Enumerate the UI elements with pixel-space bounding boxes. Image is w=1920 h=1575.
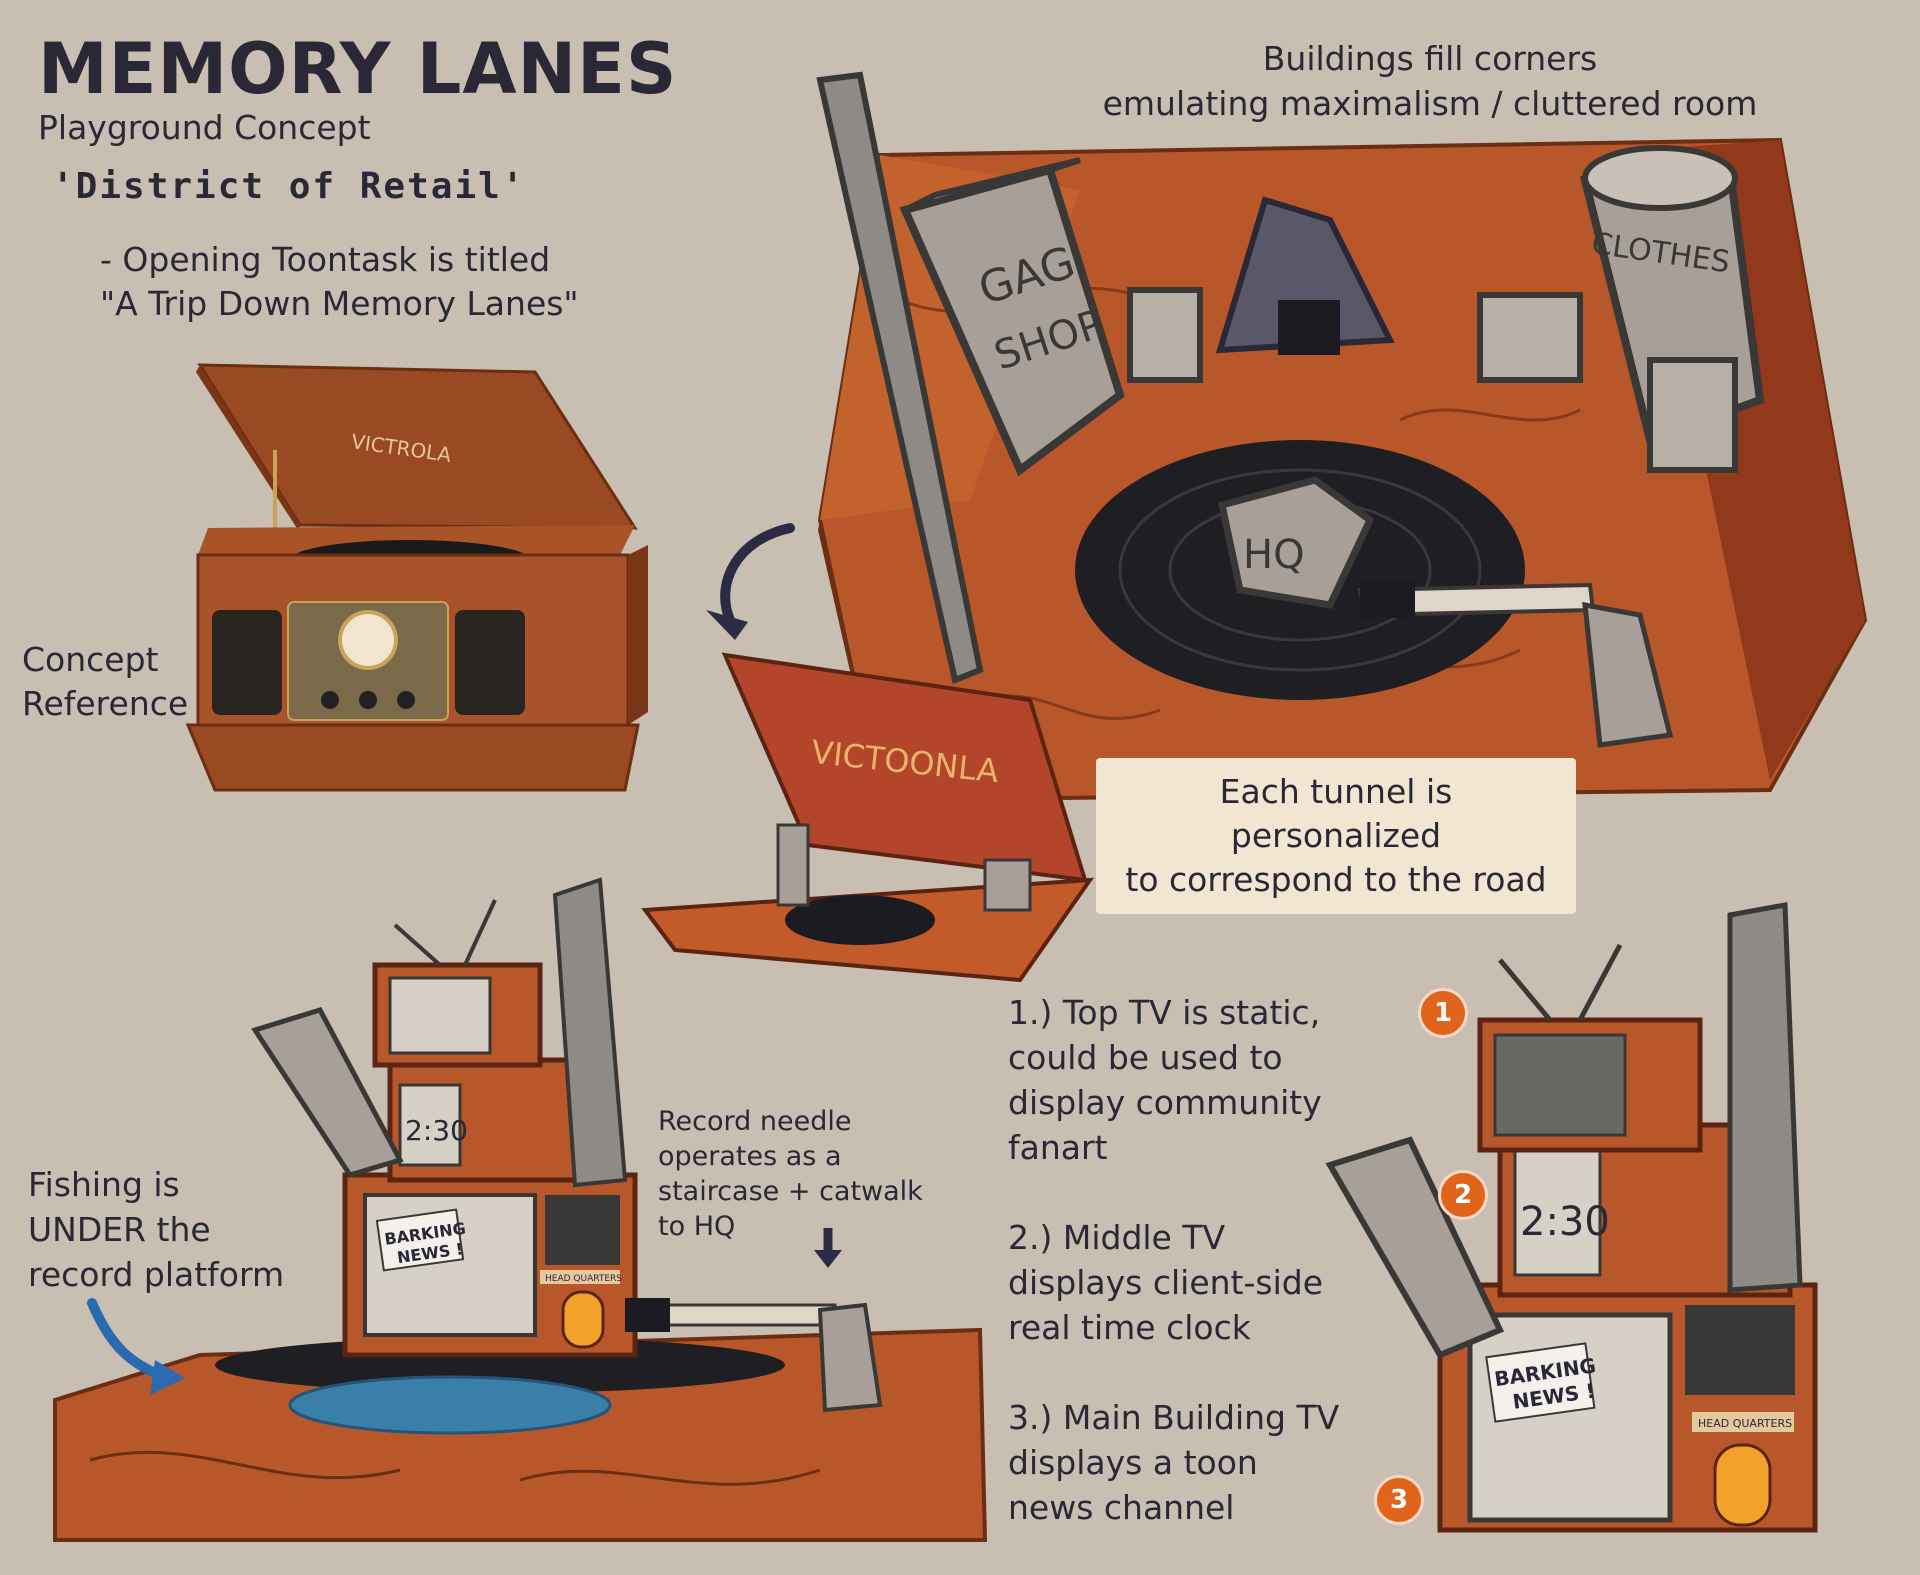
note-line: real time clock [1008,1308,1251,1347]
fishing-note: Fishing is UNDER the record platform [28,1162,284,1297]
detail-view-illustration: BARKING NEWS ! HEAD QUARTERS 2:30 [1325,902,1818,1533]
badge-3: 3 [1374,1475,1424,1525]
buildings-note: Buildings fill corners emulating maximal… [1080,36,1780,126]
fishing-note-line: UNDER the [28,1210,211,1249]
badge-1: 1 [1418,988,1468,1038]
note-line: 1.) Top TV is static, [1008,993,1321,1032]
note-line: display community [1008,1083,1322,1122]
side-view-illustration: BARKING NEWS ! HEAD QUARTERS 2:30 [53,877,988,1542]
note-line: 2.) Middle TV [1008,1218,1226,1257]
feature-notes: 1.) Top TV is static, could be used to d… [1008,990,1339,1575]
note-line: 3.) Main Building TV [1008,1398,1340,1437]
buildings-note-line: emulating maximalism / cluttered room [1102,84,1758,123]
needle-note-line: to HQ [658,1211,736,1242]
clock-display: 2:30 [405,1114,468,1147]
note-line: could be used to [1008,1038,1283,1077]
note-line: displays client-side [1008,1263,1324,1302]
note-item: 3.) Main Building TV displays a toon new… [1008,1395,1339,1530]
page-subtitle: Playground Concept [38,108,371,147]
hq-sign: HQ [1243,532,1305,578]
badge-2: 2 [1438,1170,1488,1220]
needle-note-line: Record needle [658,1106,852,1137]
note-line: displays a toon [1008,1443,1258,1482]
district-label: 'District of Retail' [52,166,526,207]
hq-sign-small: HEAD QUARTERS [1698,1417,1792,1430]
hq-sign-small: HEAD QUARTERS [545,1274,622,1284]
concept-reference-label: Concept Reference [22,638,188,726]
note-item: 2.) Middle TV displays client-side real … [1008,1215,1339,1350]
needle-note-line: staircase + catwalk [658,1176,923,1207]
page-title: MEMORY LANES [38,28,678,110]
concept-reference-line: Reference [22,684,189,723]
toontask-note: - Opening Toontask is titled "A Trip Dow… [100,238,579,326]
note-item: 1.) Top TV is static, could be used to d… [1008,990,1339,1170]
tunnel-note-line: Each tunnel is personalized [1219,772,1453,855]
toontask-line: - Opening Toontask is titled [100,240,551,279]
victrola-reference-image: VICTROLA [185,363,648,792]
toontask-line: "A Trip Down Memory Lanes" [100,284,579,323]
fishing-note-line: Fishing is [28,1165,180,1204]
tunnel-note-line: to correspond to the road [1125,860,1547,899]
curved-arrow-icon [720,523,795,625]
note-line: news channel [1008,1488,1235,1527]
concept-reference-line: Concept [22,640,159,679]
record-needle-note: Record needle operates as a staircase + … [658,1104,923,1244]
buildings-note-line: Buildings fill corners [1262,39,1598,78]
record-platform-illustration: GAG SHOP CLOTHES HQ VICTOONLA [641,71,1868,983]
note-line: fanart [1008,1128,1108,1167]
fishing-note-line: record platform [28,1255,285,1294]
needle-note-line: operates as a [658,1141,842,1172]
tunnel-note: Each tunnel is personalized to correspon… [1096,758,1576,914]
clock-display: 2:30 [1520,1199,1610,1245]
